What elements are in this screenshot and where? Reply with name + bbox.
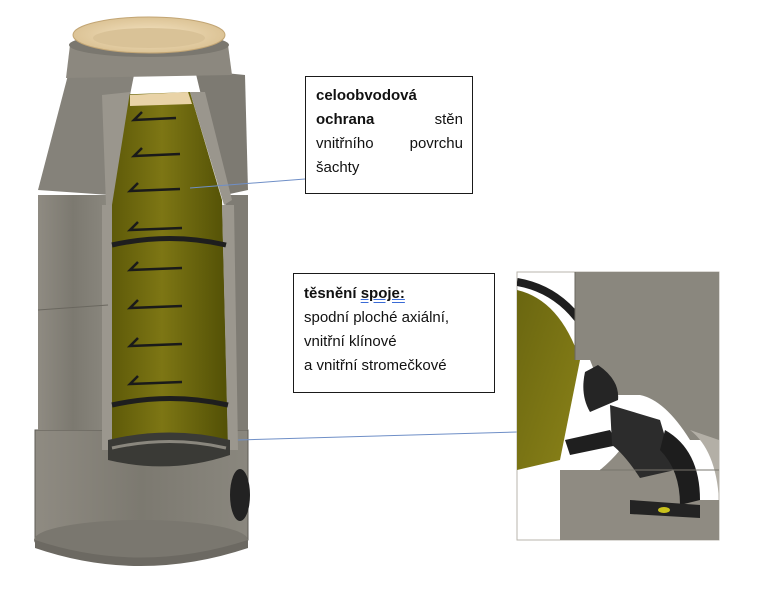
callout-wall-protection: celoobvodová ochrana stěn vnitřního povr…: [305, 76, 473, 194]
callout-1-bold-line2: ochrana: [316, 111, 375, 128]
callout-1-line3-b: povrchu: [409, 135, 463, 152]
ladder-steps: [126, 111, 183, 386]
callout-joint-seal: těsnění spoje: spodní ploché axiální, vn…: [293, 273, 495, 393]
callout-2-line4: a vnitřní stromečkové: [304, 357, 447, 374]
callout-1-bold-line1: celoobvodová: [316, 87, 417, 104]
callout-2-line2: spodní ploché axiální,: [304, 309, 450, 326]
callout-1-line2-rest: stěn: [434, 111, 463, 128]
shaft-body: [34, 16, 250, 566]
leader-line-wall: [189, 178, 306, 189]
callout-1-line3-a: vnitřního: [316, 135, 374, 152]
callout-2-title-a: těsnění: [304, 285, 361, 302]
pipe-inlet-opening: [230, 469, 250, 521]
callout-2-line3: vnitřní klínové: [304, 333, 397, 350]
callout-2-title-b: spoje:: [360, 285, 405, 302]
joint-detail-inset: [516, 271, 720, 541]
callout-1-line4: šachty: [316, 159, 360, 176]
leader-line-joint: [237, 431, 518, 441]
